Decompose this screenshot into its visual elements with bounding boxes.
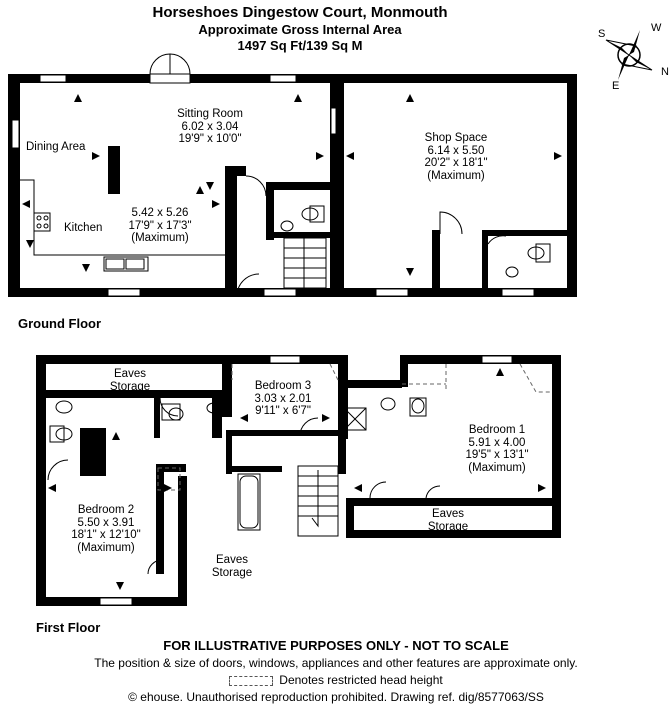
ground-wc	[280, 205, 551, 278]
restricted-head-height	[157, 363, 552, 491]
bedroom-2-note: (Maximum)	[77, 541, 135, 554]
sitting-room-name: Sitting Room	[177, 108, 243, 120]
first-floor-walls	[36, 355, 561, 606]
plan-subtitle: Approximate Gross Internal Area	[198, 22, 402, 37]
eaves-storage-top-line2: Storage	[109, 380, 151, 393]
first-floor-stairs	[297, 465, 339, 537]
compass-east-label: E	[612, 80, 620, 92]
legend-row: Denotes restricted head height	[0, 673, 672, 687]
shop-space-metric: 6.14 x 5.50	[427, 144, 485, 157]
sitting-room-imperial: 19'9" x 10'0"	[178, 133, 242, 145]
kitchen-counter	[20, 179, 225, 272]
copyright-text: © ehouse. Unauthorised reproduction proh…	[128, 690, 544, 704]
compass-west-label: W	[651, 22, 662, 34]
compass-south-label: S	[598, 28, 606, 40]
bedroom-2-label: Bedroom 2 5.50 x 3.91 18'1" x 12'10" (Ma…	[56, 504, 156, 554]
bedroom-1-metric: 5.91 x 4.00	[468, 436, 526, 449]
ground-floor-windows	[11, 74, 535, 297]
bedroom-3-imperial: 9'11" x 6'7"	[255, 405, 311, 417]
bedroom-3-metric: 3.03 x 2.01	[254, 392, 312, 405]
bedroom-1-label: Bedroom 1 5.91 x 4.00 19'5" x 13'1" (Max…	[452, 424, 542, 474]
bedroom-3-label: Bedroom 3 3.03 x 2.01 9'11" x 6'7"	[238, 380, 328, 418]
shop-space-label: Shop Space 6.14 x 5.50 20'2" x 18'1" (Ma…	[406, 132, 506, 182]
bedroom-3-name: Bedroom 3	[254, 380, 312, 392]
french-doors-icon	[149, 53, 191, 84]
restricted-height-legend-icon	[229, 675, 274, 686]
dining-area-label: Dining Area	[26, 141, 86, 153]
eaves-storage-right-label: Eaves Storage	[418, 508, 478, 533]
shop-space-name: Shop Space	[424, 132, 488, 144]
first-floor-dimension-arrows	[48, 368, 546, 590]
kitchen-metric: 5.42 x 5.26	[131, 207, 189, 219]
bedroom-2-metric: 5.50 x 3.91	[77, 516, 135, 529]
ground-dimension-arrows	[22, 94, 562, 276]
first-floor-title: First Floor	[36, 620, 101, 635]
plan-area: 1497 Sq Ft/139 Sq M	[237, 38, 363, 53]
eaves-storage-bottom-line1: Eaves	[216, 554, 248, 566]
plan-title: Horseshoes Dingestow Court, Monmouth	[152, 4, 448, 21]
approximation-note: The position & size of doors, windows, a…	[94, 656, 578, 670]
bedroom-1-note: (Maximum)	[468, 461, 526, 474]
bedroom-1-imperial: 19'5" x 13'1"	[465, 449, 529, 461]
eaves-storage-top-label: Eaves Storage	[100, 368, 160, 393]
ground-stairs	[283, 237, 327, 289]
first-floor-fixtures	[49, 397, 427, 531]
shop-space-note: (Maximum)	[427, 169, 485, 182]
shop-space-imperial: 20'2" x 18'1"	[424, 157, 488, 169]
sitting-room-metric: 6.02 x 3.04	[181, 120, 239, 133]
compass-icon	[605, 30, 653, 80]
eaves-storage-right-line1: Eaves	[432, 508, 464, 520]
kitchen-note: (Maximum)	[131, 232, 189, 244]
compass-north-label: N	[661, 66, 669, 78]
ground-floor-title: Ground Floor	[18, 316, 102, 331]
bedroom-2-imperial: 18'1" x 12'10"	[71, 529, 141, 541]
kitchen-name: Kitchen	[64, 222, 103, 234]
legend-text: Denotes restricted head height	[279, 673, 443, 687]
disclaimer-text: FOR ILLUSTRATIVE PURPOSES ONLY - NOT TO …	[163, 638, 509, 653]
eaves-storage-bottom-label: Eaves Storage	[202, 554, 262, 579]
eaves-storage-right-line2: Storage	[427, 520, 469, 533]
ground-doors	[236, 175, 507, 297]
eaves-storage-bottom-line2: Storage	[211, 566, 253, 579]
sitting-room-label: Sitting Room 6.02 x 3.04 19'9" x 10'0"	[150, 108, 270, 146]
kitchen-imperial: 17'9" x 17'3"	[128, 219, 192, 232]
kitchen-label: 5.42 x 5.26 17'9" x 17'3" (Maximum)	[120, 207, 200, 245]
ground-floor-walls	[8, 74, 577, 297]
first-floor-doors	[47, 397, 441, 575]
bedroom-2-name: Bedroom 2	[77, 504, 135, 516]
bedroom-1-name: Bedroom 1	[468, 424, 526, 436]
eaves-storage-top-line1: Eaves	[114, 368, 146, 380]
first-floor-windows	[99, 355, 513, 606]
